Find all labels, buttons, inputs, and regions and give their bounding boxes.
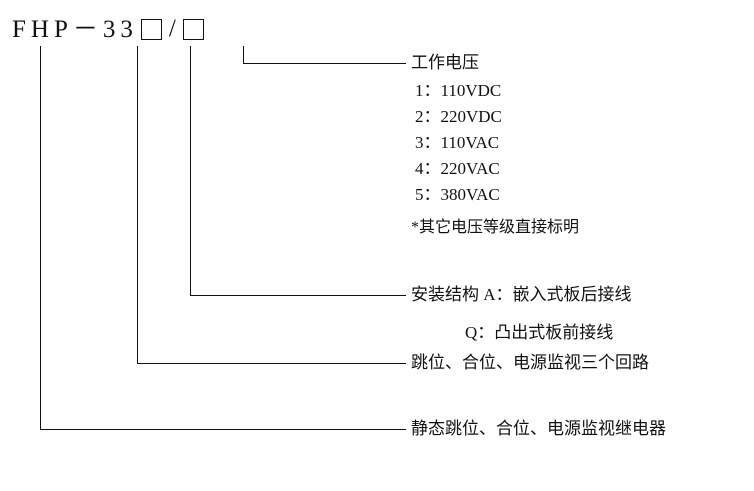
leader-circuits-horizontal [137, 363, 406, 365]
leader-device-vertical [40, 46, 42, 430]
model-code-box-structure [140, 18, 162, 40]
leader-mounting-vertical [190, 46, 192, 296]
model-code-slash: / [168, 15, 176, 42]
model-code-box-voltage [182, 18, 204, 40]
circuits-title: 跳位、合位、电源监视三个回路 [411, 353, 649, 372]
voltage-option: 5：380VAC [415, 185, 500, 204]
leader-voltage-horizontal [243, 63, 406, 65]
device-title: 静态跳位、合位、电源监视继电器 [411, 419, 666, 438]
voltage-option: 3：110VAC [415, 133, 500, 152]
leader-mounting-horizontal [190, 295, 406, 297]
voltage-option: 2：220VDC [415, 107, 502, 126]
leader-voltage-vertical [243, 46, 245, 64]
voltage-option: 4：220VAC [415, 159, 500, 178]
model-code-prefix: FHP－33 [12, 15, 138, 43]
mounting-subtitle: Q：凸出式板前接线 [465, 323, 614, 342]
voltage-option-list: 1：110VDC 2：220VDC 3：110VAC 4：220VAC 5：38… [415, 78, 502, 208]
leader-device-horizontal [40, 429, 406, 431]
voltage-title: 工作电压 [411, 53, 479, 72]
voltage-option: 1：110VDC [415, 81, 502, 100]
model-code: FHP－33 / [12, 12, 207, 46]
mounting-title: 安装结构 A：嵌入式板后接线 [411, 285, 632, 304]
leader-circuits-vertical [137, 46, 139, 364]
voltage-note: *其它电压等级直接标明 [411, 219, 580, 236]
